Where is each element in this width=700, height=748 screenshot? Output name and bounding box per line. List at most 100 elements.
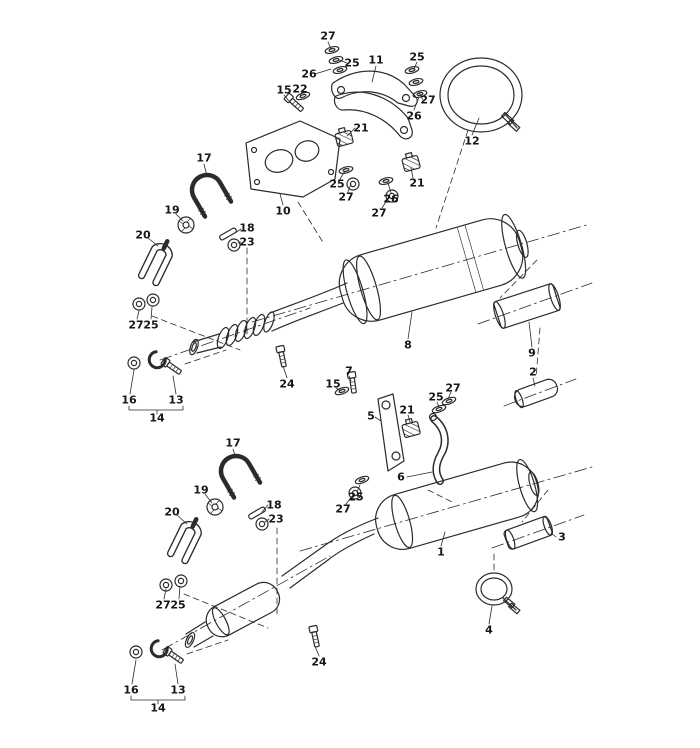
part-callout: 24 <box>311 655 327 669</box>
part-callout: 16 <box>123 683 139 697</box>
part-callout: 1 <box>437 545 445 559</box>
construction-lines <box>151 129 549 655</box>
tail-pipe-3 <box>503 515 554 550</box>
front-muffler-8 <box>338 213 529 325</box>
flange-bolt-24 <box>308 624 322 649</box>
rubber-ring-19 <box>206 498 224 516</box>
part-callout: 25 <box>409 50 425 64</box>
front-pipe-lower <box>184 517 379 648</box>
pipe-clamp-4 <box>475 572 521 615</box>
saddle-nut-23 <box>255 517 269 531</box>
hanger-nut-16 <box>127 356 141 370</box>
fork-hanger-20 <box>171 516 204 561</box>
washer-27 <box>323 44 341 56</box>
rubber-mount-21 <box>400 416 422 439</box>
part-callout: 27 <box>445 381 461 395</box>
u-bolt-17 <box>213 449 263 499</box>
part-callout: 10 <box>275 204 291 218</box>
rubber-mount-21 <box>333 125 355 148</box>
rear-muffler-1 <box>375 458 540 550</box>
part-callout: 27 <box>335 502 351 516</box>
rubber-ring-19 <box>177 216 195 234</box>
front-pipe-upper <box>189 282 348 356</box>
flex-section-upper <box>216 313 266 350</box>
hanger-bolt-13 <box>160 356 184 377</box>
part-callout: 17 <box>225 436 241 450</box>
part-callout: 19 <box>193 483 209 497</box>
part-callout: 15 <box>325 377 341 391</box>
clamp-ring-12 <box>439 57 523 133</box>
part-callout: 20 <box>164 505 180 519</box>
part-callout: 3 <box>558 530 566 544</box>
part-callout: 14 <box>149 411 165 425</box>
support-straps-11 <box>330 70 418 140</box>
rubber-mount-21 <box>400 150 422 173</box>
part-callout: 24 <box>279 377 295 391</box>
washer-25 <box>337 164 355 176</box>
part-callout: 25 <box>329 177 345 191</box>
part-callout: 18 <box>266 498 282 512</box>
washer-26 <box>377 175 395 187</box>
part-callout: 23 <box>239 235 255 249</box>
part-callout: 22 <box>292 82 308 96</box>
part-callout: 12 <box>464 134 480 148</box>
part-callout: 27 <box>155 598 171 612</box>
hex-nut-27 <box>132 297 146 311</box>
part-callout: 4 <box>485 623 493 637</box>
part-callout: 2 <box>529 365 537 379</box>
part-callout: 6 <box>397 470 405 484</box>
part-callout: 26 <box>406 109 422 123</box>
part-callout: 21 <box>409 176 425 190</box>
clamp-saddle-18 <box>219 227 237 241</box>
part-callout: 25 <box>348 490 364 504</box>
part-callout: 15 <box>276 83 292 97</box>
hanger-bolt-13 <box>162 645 186 666</box>
part-callout: 8 <box>404 338 412 352</box>
hanger-nut-16 <box>129 645 143 659</box>
part-callout: 11 <box>368 53 384 67</box>
part-callout: 25 <box>143 318 159 332</box>
part-callout: 18 <box>239 221 255 235</box>
axis-lines <box>159 223 593 651</box>
leader-lines <box>129 41 557 685</box>
part-callout: 5 <box>367 409 375 423</box>
part-callout: 27 <box>371 206 387 220</box>
part-callout: 25 <box>344 56 360 70</box>
flange-bolt-24 <box>275 344 289 369</box>
part-callout: 21 <box>353 121 369 135</box>
part-callout: 25 <box>170 598 186 612</box>
saddle-nut-23 <box>227 238 241 252</box>
part-callout: 7 <box>345 364 353 378</box>
part-callout: 27 <box>320 29 336 43</box>
part-callout: 27 <box>420 93 436 107</box>
hook-bracket-6 <box>428 412 449 485</box>
part-callout: 19 <box>164 203 180 217</box>
part-callout: 16 <box>121 393 137 407</box>
part-callout: 13 <box>170 683 186 697</box>
part-callout: 27 <box>338 190 354 204</box>
fork-hanger-20 <box>142 238 175 283</box>
washer-25 <box>430 403 448 415</box>
u-bolt-17 <box>184 168 234 218</box>
part-callout: 26 <box>301 67 317 81</box>
bracket-plate-5 <box>377 393 405 472</box>
washer-25 <box>403 64 421 76</box>
washer-25 <box>327 54 345 66</box>
part-callout: 20 <box>135 228 151 242</box>
front-silencer-lower <box>205 581 281 638</box>
part-callout: 14 <box>150 701 166 715</box>
part-callout: 9 <box>528 346 536 360</box>
part-callout: 21 <box>399 403 415 417</box>
part-callout: 27 <box>128 318 144 332</box>
hex-nut-25 <box>146 293 160 307</box>
group-brackets <box>128 405 186 705</box>
mounting-plate-10 <box>245 120 341 198</box>
pipe-piece-2 <box>513 378 559 409</box>
washer-27 <box>407 76 425 88</box>
part-callout: 25 <box>428 390 444 404</box>
connecting-pipe-9 <box>493 283 561 329</box>
hex-nut-25 <box>174 574 188 588</box>
part-callout: 26 <box>383 192 399 206</box>
